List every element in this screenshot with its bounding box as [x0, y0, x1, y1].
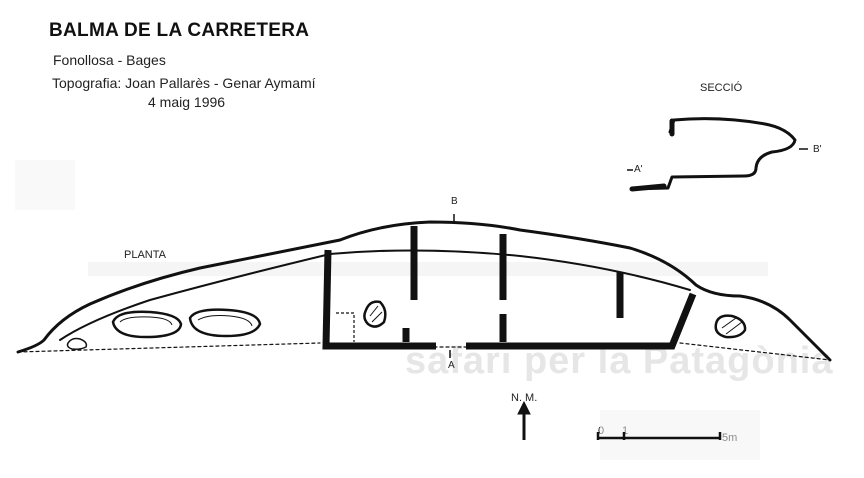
plan-label: PLANTA: [124, 249, 166, 261]
boulders: [66, 300, 747, 350]
topography-credit: Topografia: Joan Pallarès - Genar Aymamí: [52, 75, 316, 91]
section-point-b: B': [813, 144, 822, 155]
plan-outline: [16, 220, 832, 362]
north-arrow-icon: [517, 400, 531, 440]
location-text: Fonollosa - Bages: [53, 52, 166, 68]
plan-walls: [322, 226, 697, 350]
plan-point-a: A: [448, 360, 455, 371]
dashed-enclosure: [336, 312, 355, 342]
page-title: BALMA DE LA CARRETERA: [49, 20, 310, 41]
section-point-a: A': [634, 164, 643, 175]
section-label: SECCIÓ: [700, 82, 743, 94]
section-profile: [629, 117, 797, 192]
plan-point-b: B: [451, 196, 458, 207]
scale-bar: [596, 432, 722, 440]
survey-date: 4 maig 1996: [148, 94, 226, 110]
north-label: N. M.: [511, 392, 538, 404]
ghost-bands: [15, 160, 768, 460]
